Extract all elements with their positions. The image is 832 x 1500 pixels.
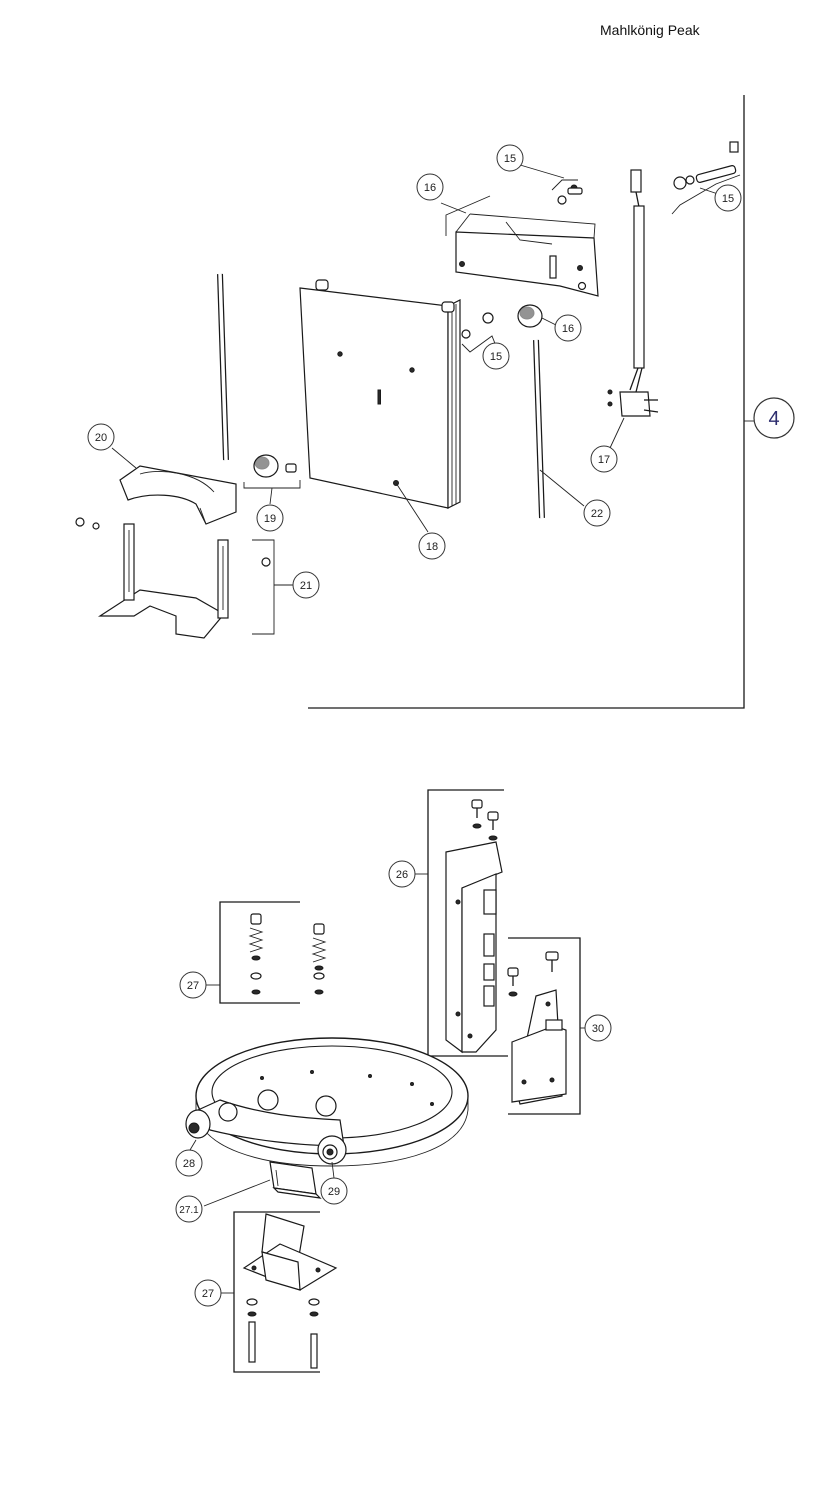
part-28-grommet (185, 1109, 211, 1151)
callout-18: 18 (418, 532, 446, 560)
callout-20-label: 20 (95, 432, 107, 444)
callout-29-label: 29 (328, 1186, 340, 1198)
callout-30: 30 (584, 1014, 612, 1042)
part-27-springs (205, 901, 327, 1004)
part-20-holder (111, 447, 237, 525)
callout-15-top: 15 (496, 144, 524, 172)
callout-27-1-label: 27.1 (179, 1205, 199, 1216)
callout-22-label: 22 (591, 508, 603, 520)
part-15-screws-mid (461, 312, 497, 353)
ring-assembly (195, 1037, 469, 1167)
part-27-1-clip (203, 1161, 322, 1207)
callout-26-label: 26 (396, 869, 408, 881)
callout-15-label: 15 (504, 153, 516, 165)
callout-15-right: 15 (714, 184, 742, 212)
callout-group-4: 4 (753, 397, 795, 439)
callout-17-label: 17 (598, 454, 610, 466)
part-15-screws-right (671, 141, 741, 215)
callout-30-label: 30 (592, 1023, 604, 1035)
callout-21-label: 21 (300, 580, 312, 592)
callout-16-knob: 16 (554, 314, 582, 342)
part-19-knob (243, 454, 301, 505)
callout-29: 29 (320, 1177, 348, 1205)
rod-left (217, 273, 229, 461)
callout-19: 19 (256, 504, 284, 532)
callout-28: 28 (175, 1149, 203, 1177)
callout-21: 21 (292, 571, 320, 599)
part-22-rod (533, 339, 585, 519)
part-16-bracket (440, 195, 599, 297)
part-16-knob (517, 304, 557, 328)
part-21-stand (75, 517, 294, 639)
group-4-label: 4 (768, 408, 779, 430)
group-4-bracket (308, 95, 754, 709)
callout-15-mid: 15 (482, 342, 510, 370)
callout-27-label: 27 (187, 980, 199, 992)
callout-22: 22 (583, 499, 611, 527)
callout-17: 17 (590, 445, 618, 473)
part-26-board (414, 789, 508, 1057)
callout-20: 20 (87, 423, 115, 451)
part-29-grommet (317, 1135, 347, 1179)
part-18-panel (299, 279, 461, 533)
callout-27-1: 27.1 (175, 1195, 203, 1223)
callout-15-label: 15 (722, 193, 734, 205)
callout-27-upper: 27 (179, 971, 207, 999)
callout-18-label: 18 (426, 541, 438, 553)
page-title: Mahlkönig Peak (600, 22, 700, 38)
callout-16-bracket: 16 (416, 173, 444, 201)
callout-27-lower: 27 (194, 1279, 222, 1307)
callout-19-label: 19 (264, 513, 276, 525)
callout-26: 26 (388, 860, 416, 888)
callout-28-label: 28 (183, 1158, 195, 1170)
part-15-screws-top (509, 161, 583, 205)
callout-15-label: 15 (490, 351, 502, 363)
callout-27-label: 27 (202, 1288, 214, 1300)
callout-16-label: 16 (424, 182, 436, 194)
part-17-sensor (607, 169, 659, 449)
callout-16-label: 16 (562, 323, 574, 335)
part-27-tray (220, 1211, 338, 1373)
part-30-bracket (507, 937, 590, 1115)
